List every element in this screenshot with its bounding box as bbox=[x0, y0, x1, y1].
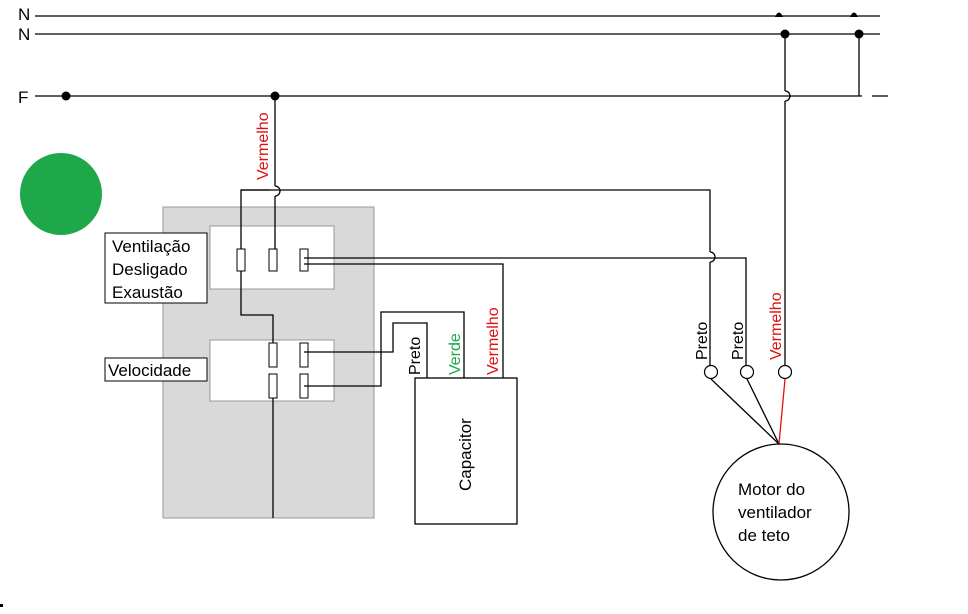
mode-left-to-motor-wire bbox=[240, 189, 711, 252]
capacitor-label: Capacitor bbox=[456, 418, 475, 491]
corner-marker bbox=[0, 604, 3, 607]
mode-right-to-motor-wire bbox=[304, 257, 747, 366]
mode-terminal-left bbox=[236, 248, 246, 272]
capacitor bbox=[414, 377, 518, 525]
neutral-1-junction-a bbox=[775, 12, 783, 17]
motor-terminal-preto-2 bbox=[739, 364, 755, 380]
ceiling-fan-motor bbox=[712, 443, 850, 581]
speed-terminal-left-bottom bbox=[268, 373, 278, 399]
speed-terminal-left-top bbox=[268, 342, 278, 368]
mode-terminal-right bbox=[299, 248, 309, 272]
motor-label-line-3: de teto bbox=[738, 526, 790, 545]
motor-wire-crossover bbox=[709, 251, 716, 263]
mode-to-speed-wire bbox=[240, 271, 274, 343]
motor-terminal-preto-1 bbox=[703, 364, 719, 380]
motor-wire-vermelho-label: Vermelho bbox=[768, 292, 785, 360]
mode-option-ventilacao: Ventilação bbox=[112, 237, 190, 256]
line-label-neutral-2: N bbox=[18, 25, 30, 44]
speed-label: Velocidade bbox=[108, 361, 191, 380]
line-label-phase: F bbox=[18, 88, 28, 107]
motor-lead-vermelho bbox=[778, 378, 786, 445]
neutral-drop-crossover bbox=[784, 90, 791, 102]
motor-terminal-vermelho bbox=[777, 364, 793, 380]
mode-option-exaustao: Exaustão bbox=[112, 283, 183, 302]
mode-right-to-capacitor-wire bbox=[304, 263, 504, 378]
capacitor-wire-verde-label: Verde bbox=[447, 333, 464, 375]
capacitor-wire-preto-label: Preto bbox=[407, 337, 424, 375]
line-label-neutral-1: N bbox=[18, 5, 30, 24]
mode-label-box bbox=[104, 232, 208, 304]
mode-option-desligado: Desligado bbox=[112, 260, 188, 279]
motor-lead-preto-1 bbox=[710, 378, 780, 445]
speed-to-capacitor-wire-2 bbox=[304, 311, 465, 387]
motor-label-line-1: Motor do bbox=[738, 480, 805, 499]
phase-drop-label: Vermelho bbox=[255, 112, 272, 180]
speed-to-capacitor-wire-1 bbox=[304, 322, 428, 378]
motor-wire-preto-2-label: Preto bbox=[730, 322, 747, 360]
phase-drop-crossover bbox=[274, 185, 281, 197]
speed-label-box bbox=[104, 357, 208, 382]
mode-terminal-center bbox=[268, 248, 278, 272]
motor-wire-preto-1-label: Preto bbox=[694, 322, 711, 360]
green-indicator bbox=[20, 153, 102, 235]
speed-terminal-right-top bbox=[299, 342, 309, 368]
motor-lead-preto-2 bbox=[746, 378, 780, 445]
neutral-1-junction-b bbox=[850, 12, 858, 17]
motor-label-line-2: ventilador bbox=[738, 503, 812, 522]
phase-junction-1 bbox=[61, 91, 71, 101]
capacitor-wire-vermelho-label: Vermelho bbox=[485, 307, 502, 375]
